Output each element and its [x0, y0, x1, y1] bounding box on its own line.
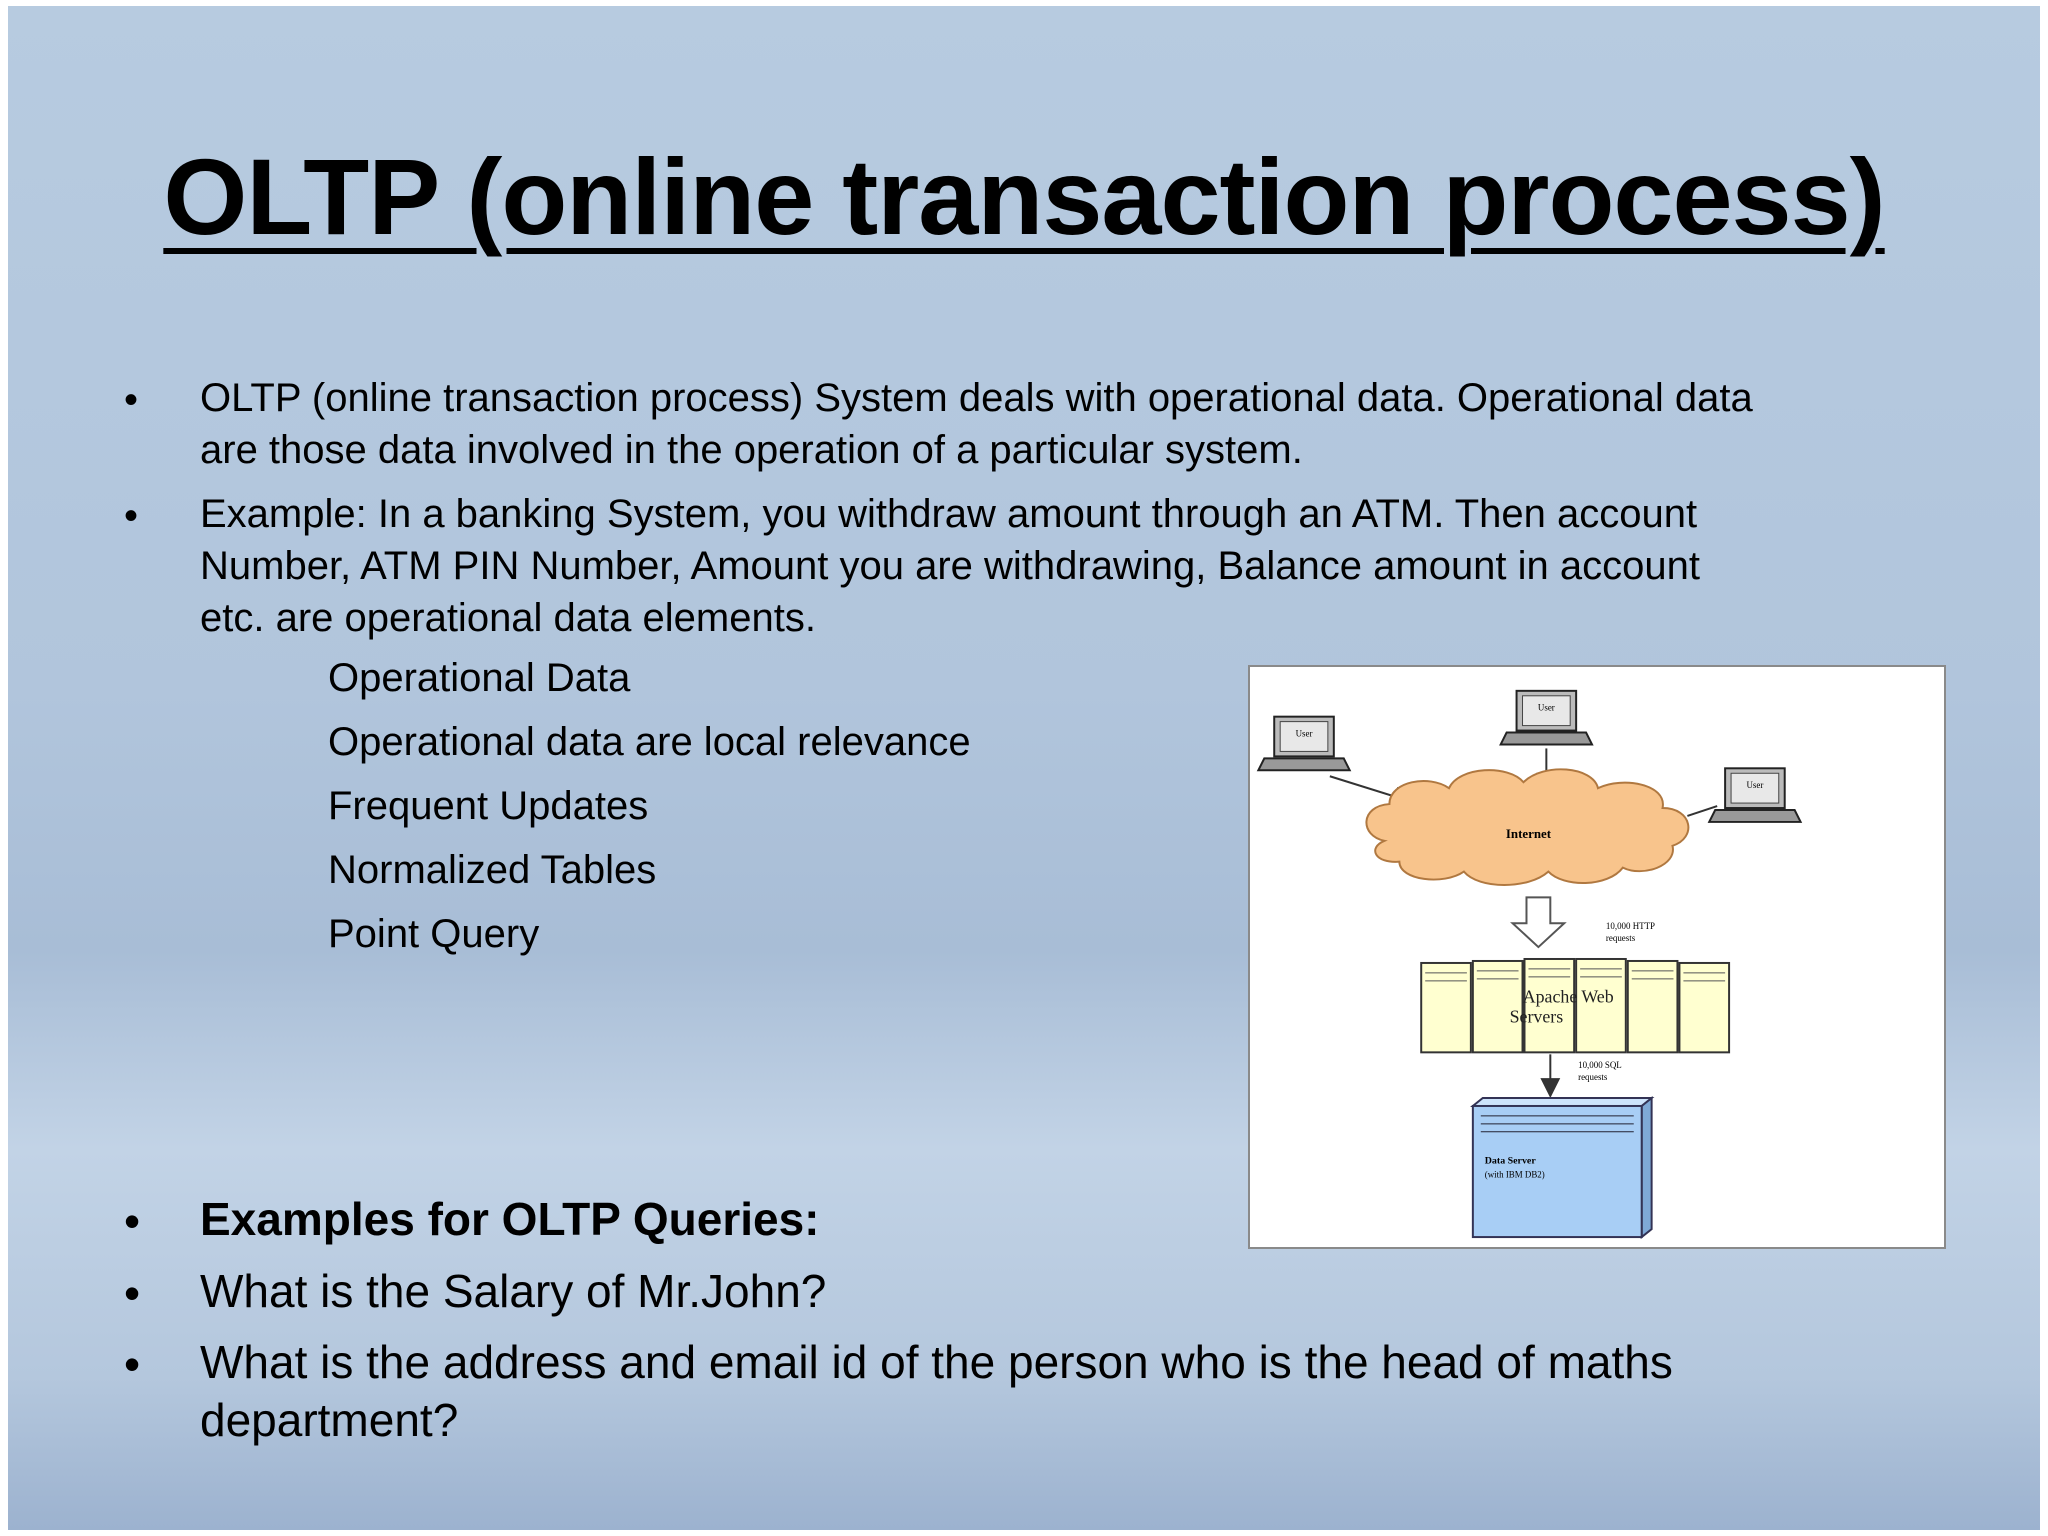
- query-example: What is the address and email id of the …: [200, 1336, 1673, 1388]
- user-label: User: [1296, 729, 1313, 739]
- down-arrow-icon: [1510, 896, 1567, 949]
- sub-item: Frequent Updates: [328, 784, 649, 828]
- sql-note: 10,000 SQL: [1578, 1060, 1622, 1070]
- bullet-text-line: OLTP (online transaction process) System…: [200, 376, 1753, 420]
- bullet-dot: •: [124, 378, 139, 422]
- sql-note: requests: [1578, 1072, 1608, 1082]
- bullet-dot: •: [124, 1338, 141, 1390]
- laptop-icon: User: [1499, 689, 1594, 746]
- http-note: 10,000 HTTP: [1606, 921, 1655, 931]
- user-label: User: [1538, 703, 1555, 713]
- web-servers: Apache Web Servers: [1420, 957, 1731, 1054]
- query-example: department?: [200, 1394, 459, 1446]
- laptop-icon: User: [1707, 767, 1803, 823]
- examples-heading: Examples for OLTP Queries:: [200, 1193, 820, 1245]
- db-label: Data Server: [1485, 1156, 1537, 1167]
- bullet-dot: •: [124, 494, 139, 538]
- slide-title: OLTP (online transaction process): [163, 136, 1885, 257]
- bullet-dot: •: [124, 1195, 141, 1247]
- internet-cloud: Internet: [1365, 768, 1690, 886]
- database-server-icon: Data Server (with IBM DB2): [1470, 1095, 1655, 1240]
- server-label: Servers: [1510, 1007, 1564, 1027]
- sub-item: Operational data are local relevance: [328, 720, 971, 764]
- bullet-text-line: etc. are operational data elements.: [200, 596, 816, 640]
- slide: OLTP (online transaction process) • OLTP…: [8, 6, 2040, 1530]
- laptop-icon: User: [1256, 715, 1352, 772]
- bullet-dot: •: [124, 1267, 141, 1319]
- sub-item: Normalized Tables: [328, 848, 657, 892]
- bullet-text-line: Number, ATM PIN Number, Amount you are w…: [200, 544, 1700, 588]
- user-label: User: [1746, 780, 1763, 790]
- architecture-diagram-svg: User User User Int: [1256, 689, 1803, 1240]
- sub-item: Operational Data: [328, 656, 631, 700]
- bullet-text-line: are those data involved in the operation…: [200, 428, 1303, 472]
- server-label: Apache Web: [1523, 987, 1614, 1007]
- http-note: requests: [1606, 933, 1636, 943]
- cloud-label: Internet: [1506, 826, 1552, 841]
- db-label: (with IBM DB2): [1485, 1169, 1545, 1179]
- query-example: What is the Salary of Mr.John?: [200, 1265, 827, 1317]
- bullet-text-line: Example: In a banking System, you withdr…: [200, 492, 1698, 536]
- sub-item: Point Query: [328, 912, 540, 956]
- architecture-diagram: User User User Int: [1248, 665, 1946, 1249]
- connector-arrow: [1687, 805, 1718, 817]
